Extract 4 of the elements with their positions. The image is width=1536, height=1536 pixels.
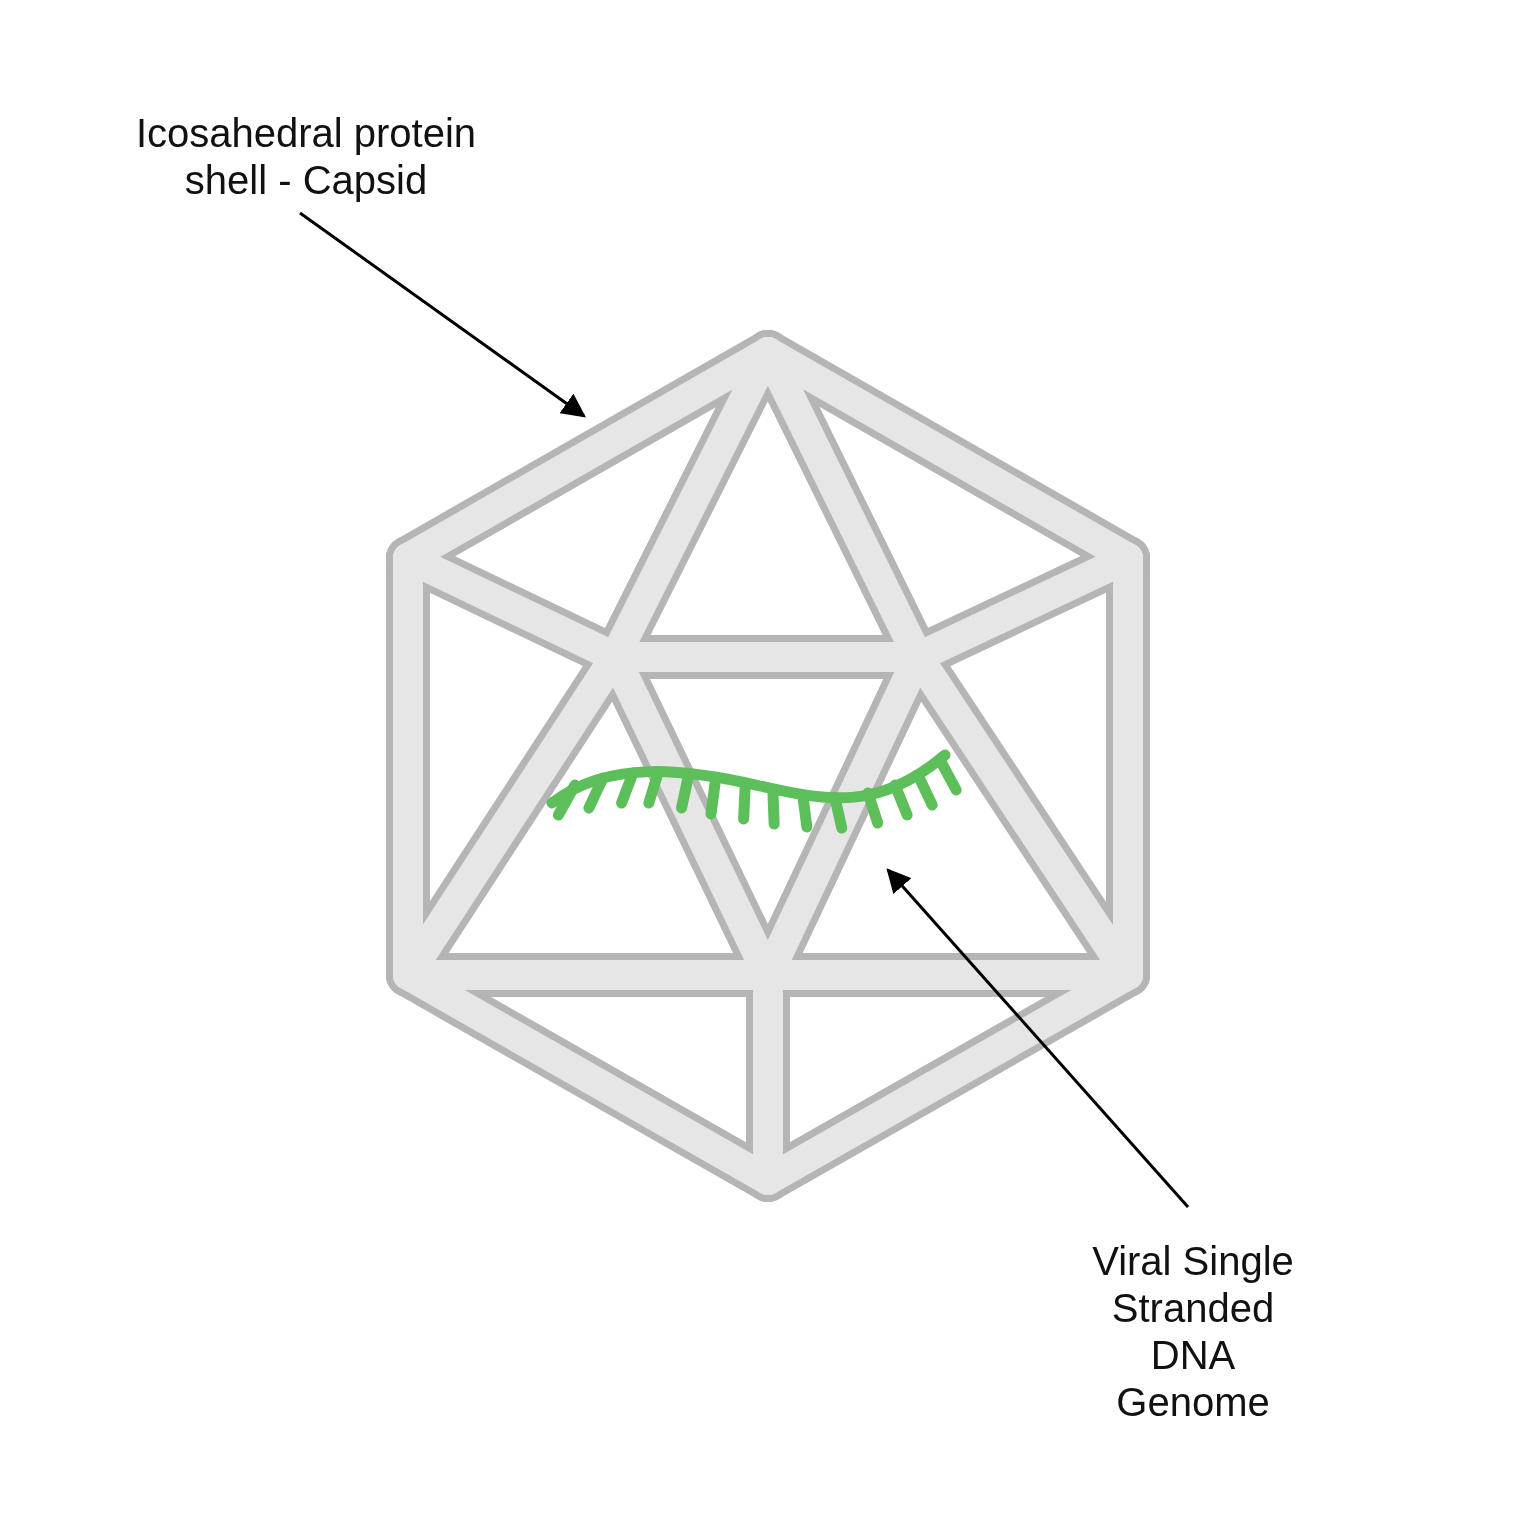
callout-label: Icosahedral protein shell - Capsid: [135, 111, 477, 202]
leader-line: [299, 211, 586, 418]
callout-label: Viral Single Stranded DNA Genome: [1092, 1239, 1294, 1424]
leader-line: [886, 868, 1190, 1208]
